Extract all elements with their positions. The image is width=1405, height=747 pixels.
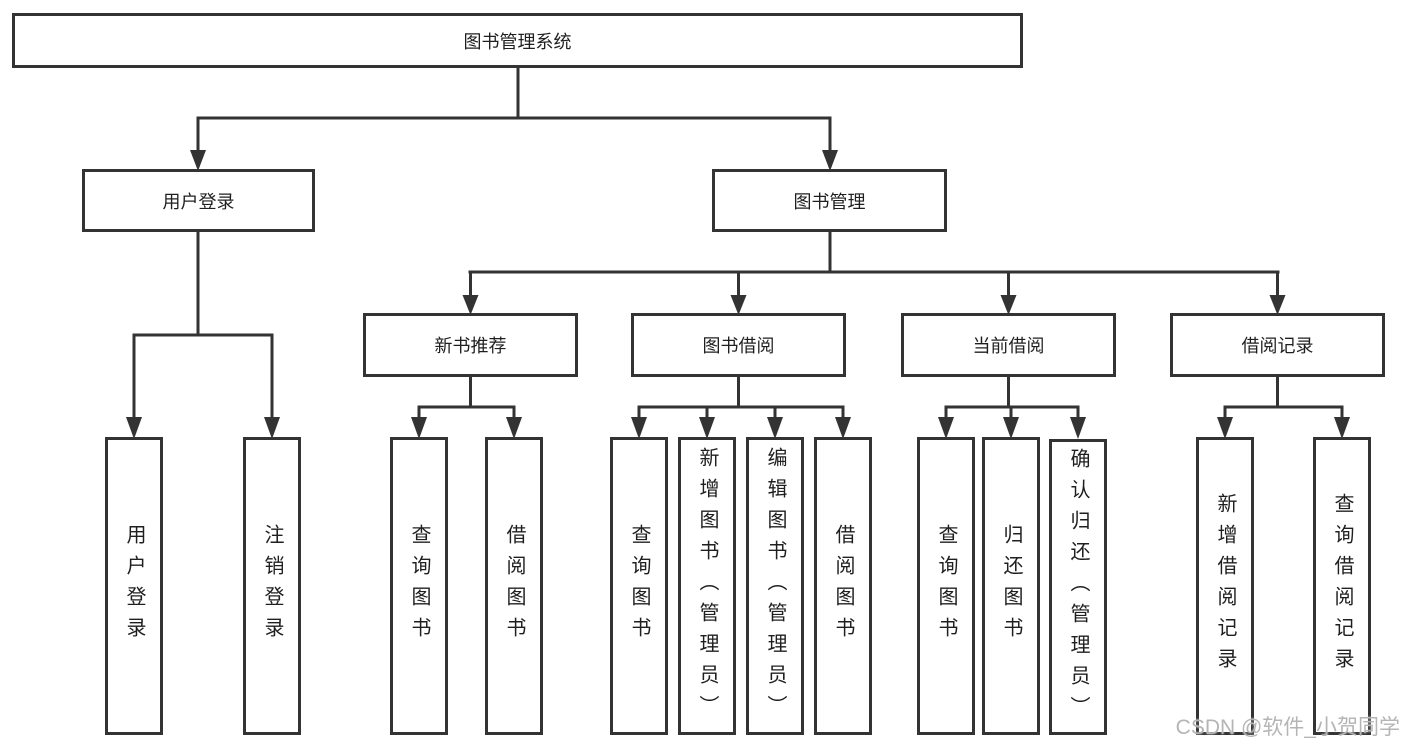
connector-current-borrow xyxy=(944,375,1080,421)
leaf-confirm-return-admin-label: 确认归还（管理员） xyxy=(1067,447,1089,727)
leaf-add-borrow-record: 新增借阅记录 xyxy=(1196,437,1254,735)
leaf-user-login: 用户登录 xyxy=(105,437,163,735)
leaf-logout: 注销登录 xyxy=(243,437,301,735)
leaf-query-borrow-record: 查询借阅记录 xyxy=(1313,437,1371,735)
node-user-login: 用户登录 xyxy=(82,169,315,232)
node-new-book-recommend: 新书推荐 xyxy=(363,313,578,377)
leaf-borrow-book-1: 借阅图书 xyxy=(485,437,543,735)
leaf-query-book-2-label: 查询图书 xyxy=(628,524,650,648)
node-current-borrow-label: 当前借阅 xyxy=(972,336,1045,356)
csdn-watermark: CSDN @软件_小贺同学 xyxy=(1175,716,1400,739)
arrowheads xyxy=(126,150,1350,439)
node-current-borrow: 当前借阅 xyxy=(901,313,1116,377)
leaf-edit-book-admin: 编辑图书（管理员） xyxy=(746,437,804,735)
node-new-book-recommend-label: 新书推荐 xyxy=(434,336,507,356)
connector-new-book xyxy=(417,375,516,421)
leaf-borrow-book-2-label: 借阅图书 xyxy=(832,524,854,648)
node-book-management-label: 图书管理 xyxy=(793,191,866,212)
connector-book-management xyxy=(468,230,1280,299)
leaf-query-book-3: 查询图书 xyxy=(917,437,975,735)
leaf-add-book-admin-label: 新增图书（管理员） xyxy=(696,446,718,726)
connector-root-stem xyxy=(196,66,832,154)
leaf-query-book-1-label: 查询图书 xyxy=(408,524,430,648)
leaf-edit-book-admin-label: 编辑图书（管理员） xyxy=(764,446,786,726)
connector-user-login xyxy=(132,230,274,421)
connector-borrow-record xyxy=(1223,375,1344,421)
leaf-query-book-3-label: 查询图书 xyxy=(935,524,957,648)
leaf-logout-label: 注销登录 xyxy=(261,524,283,648)
leaf-query-book-1: 查询图书 xyxy=(390,437,448,735)
node-library-system: 图书管理系统 xyxy=(12,13,1023,68)
leaf-user-login-label: 用户登录 xyxy=(123,524,145,648)
node-library-system-label: 图书管理系统 xyxy=(463,31,572,52)
leaf-return-book: 归还图书 xyxy=(982,437,1040,735)
node-borrow-record: 借阅记录 xyxy=(1170,313,1385,377)
node-book-borrow: 图书借阅 xyxy=(631,313,846,377)
node-borrow-record-label: 借阅记录 xyxy=(1241,336,1314,356)
node-user-login-label: 用户登录 xyxy=(162,191,235,212)
leaf-add-book-admin: 新增图书（管理员） xyxy=(678,437,736,735)
leaf-borrow-book-1-label: 借阅图书 xyxy=(503,524,525,648)
leaf-query-book-2: 查询图书 xyxy=(610,437,668,735)
node-book-management: 图书管理 xyxy=(712,169,947,232)
leaf-query-borrow-record-label: 查询借阅记录 xyxy=(1331,493,1353,679)
connector-book-borrow xyxy=(637,375,845,421)
leaf-add-borrow-record-label: 新增借阅记录 xyxy=(1214,493,1236,679)
leaf-borrow-book-2: 借阅图书 xyxy=(814,437,872,735)
leaf-confirm-return-admin: 确认归还（管理员） xyxy=(1049,439,1107,735)
node-book-borrow-label: 图书借阅 xyxy=(702,336,775,356)
leaf-return-book-label: 归还图书 xyxy=(1000,524,1022,648)
